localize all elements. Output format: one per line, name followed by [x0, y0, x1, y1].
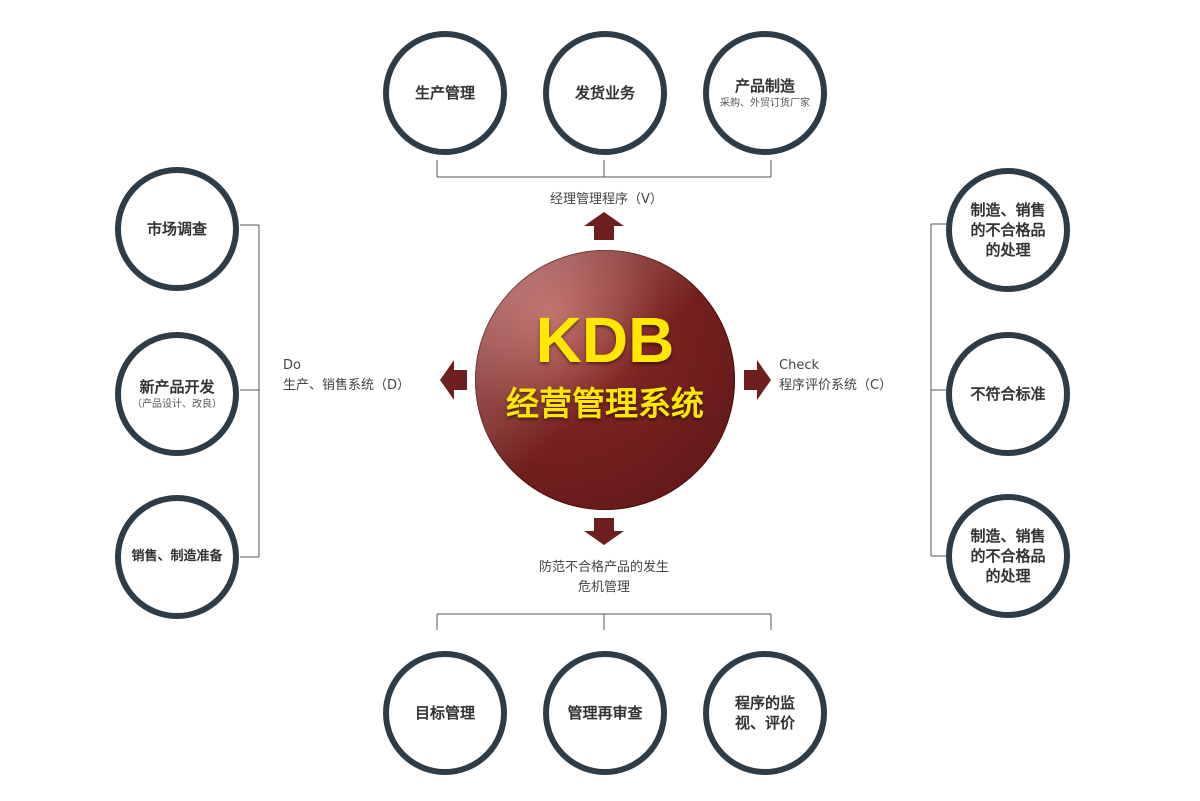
node-title: 不符合标准 [970, 385, 1046, 403]
top-label: 经理管理程序（V） [550, 192, 663, 207]
node-title: 产品制造 [734, 76, 795, 95]
left-node-new-product-development: 新产品开发 （产品设计、改良） [115, 332, 239, 456]
right-label-line2: 程序评价系统（C） [779, 378, 893, 393]
right-node-nonconformity: 不符合标准 [946, 332, 1070, 456]
right-node-nonconforming-handling-1: 制造、销售 的不合格品 的处理 [946, 168, 1070, 292]
node-title: 生产管理 [414, 84, 475, 102]
bottom-node-procedure-monitoring: 程序的监 视、评价 [703, 651, 827, 775]
left-bracket [240, 224, 260, 558]
top-node-shipping: 发货业务 [543, 31, 667, 155]
arrow-left [440, 360, 467, 400]
node-title: 市场调查 [146, 220, 207, 238]
node-title: 销售、制造准备 [131, 549, 223, 564]
arrow-up [584, 212, 624, 240]
left-node-market-research: 市场调查 [115, 167, 239, 291]
node-subtitle: （产品设计、改良） [132, 398, 222, 410]
left-label-line1: Do [283, 358, 301, 373]
node-title: 新产品开发 [139, 377, 215, 396]
bottom-label-line1: 防范不合格产品的发生 [538, 560, 669, 575]
center-gloss [475, 250, 735, 510]
right-node-nonconforming-handling-2: 制造、销售 的不合格品 的处理 [946, 494, 1070, 618]
left-node-sales-manufacturing-prep: 销售、制造准备 [115, 495, 239, 619]
node-title: 管理再审查 [567, 704, 643, 722]
bottom-label-line2: 危机管理 [577, 580, 630, 595]
left-label-line2: 生产、销售系统（D） [283, 378, 411, 393]
node-title: 制造、销售 的不合格品 的处理 [970, 201, 1046, 259]
top-bracket [436, 160, 772, 178]
node-title: 程序的监 视、评价 [734, 694, 795, 732]
center-title: KDB [535, 304, 675, 376]
bottom-bracket [436, 613, 772, 630]
kdb-center-circle: KDB 经营管理系统 [475, 250, 735, 510]
node-title: 发货业务 [574, 84, 635, 102]
bottom-node-goal-management: 目标管理 [383, 651, 507, 775]
top-node-production-management: 生产管理 [383, 31, 507, 155]
top-node-product-manufacturing: 产品制造 采购、外贸订货厂家 [703, 31, 827, 155]
arrow-down [584, 518, 624, 545]
center-subtitle: 经营管理系统 [506, 384, 704, 423]
node-subtitle: 采购、外贸订货厂家 [720, 97, 810, 109]
right-label-line1: Check [779, 358, 819, 373]
node-title: 目标管理 [414, 704, 475, 722]
bottom-node-management-review: 管理再审查 [543, 651, 667, 775]
arrow-right [744, 360, 771, 400]
node-title: 制造、销售 的不合格品 的处理 [970, 527, 1046, 585]
